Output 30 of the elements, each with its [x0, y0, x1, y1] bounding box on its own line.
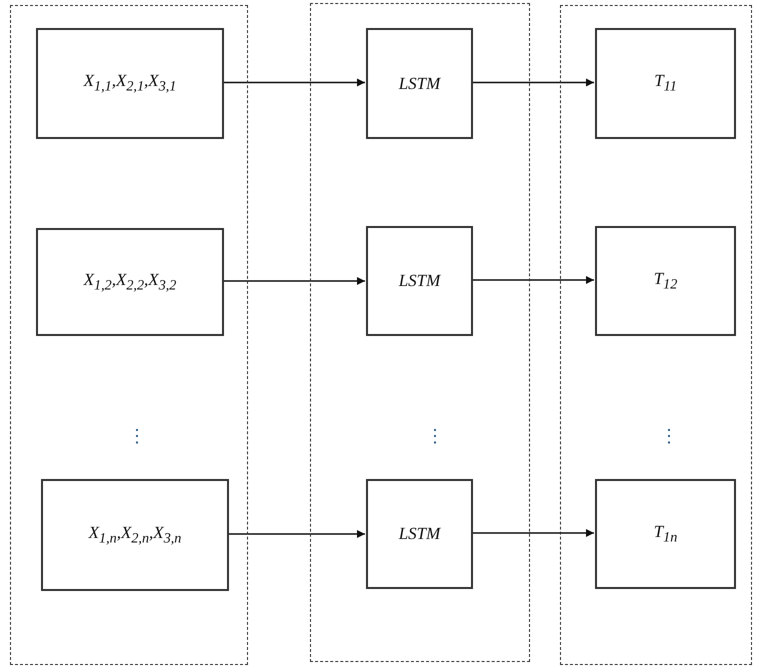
node-label: T$_{12}$ [654, 268, 678, 294]
arrow [228, 530, 365, 538]
node-label: LSTM [398, 271, 440, 291]
vertical-ellipsis: ⋮ [660, 425, 678, 447]
node-label: X$_{1,2}$,X$_{2,2}$,X$_{3,2}$ [84, 270, 176, 294]
node-label: X$_{1,1}$,X$_{2,1}$,X$_{3,1}$ [84, 71, 176, 96]
vertical-ellipsis: ⋮ [128, 425, 146, 447]
node-label: LSTM [398, 524, 440, 544]
process-box [36, 28, 224, 139]
process-box [595, 28, 736, 139]
process-box [36, 228, 224, 336]
process-box [41, 479, 229, 591]
node-label: T$_{1n}$ [654, 522, 678, 546]
arrow [472, 276, 594, 284]
node-label: LSTM [398, 74, 440, 94]
process-box [366, 479, 473, 589]
process-box [366, 28, 473, 139]
arrow [223, 277, 365, 285]
vertical-ellipsis: ⋮ [426, 425, 444, 447]
node-label: T$_{11}$ [654, 71, 677, 96]
dashed-group-box [310, 3, 530, 662]
dashed-group-box [10, 5, 248, 665]
process-box [366, 226, 473, 336]
node-label: X$_{1,n}$,X$_{2,n}$,X$_{3,n}$ [88, 522, 182, 548]
dashed-group-box [560, 5, 752, 665]
arrow [472, 529, 594, 537]
arrow [472, 78, 594, 86]
arrow [223, 78, 365, 86]
process-box [595, 226, 736, 336]
process-box [595, 479, 736, 589]
